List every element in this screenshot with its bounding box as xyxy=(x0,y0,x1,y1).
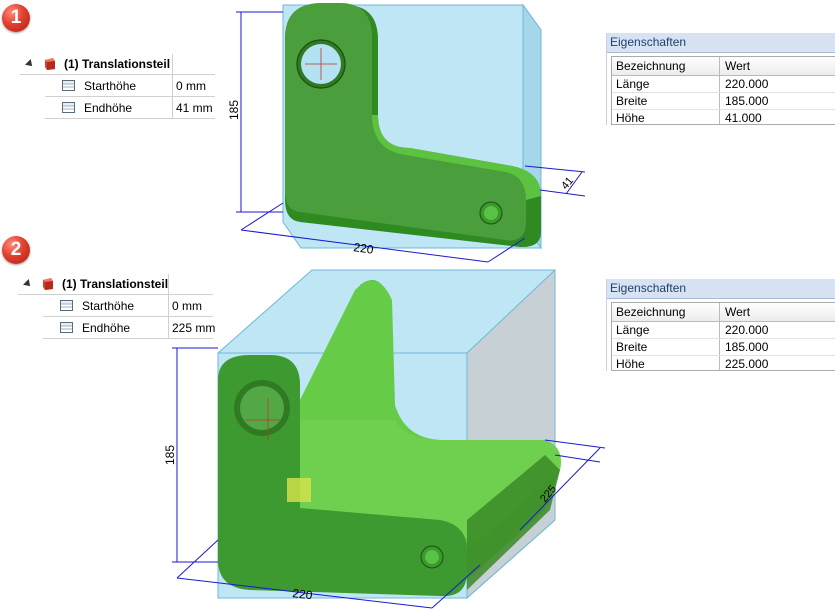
table-row[interactable]: Länge 220.000 xyxy=(612,76,835,93)
table-row[interactable]: Länge 220.000 xyxy=(612,322,835,339)
row-value[interactable]: 185.000 xyxy=(725,340,769,354)
dimension-height-label: 185 xyxy=(163,445,177,465)
properties-table: Bezeichnung Wert Länge 220.000 Breite 185.… xyxy=(611,56,835,125)
step-badge-1: 1 xyxy=(2,4,30,32)
parameter-icon xyxy=(62,80,75,91)
tree-param-endhoehe[interactable]: Endhöhe 225 mm xyxy=(18,318,216,338)
parameter-icon xyxy=(62,102,75,113)
table-row[interactable]: Breite 185.000 xyxy=(612,93,835,110)
properties-title: Eigenschaften xyxy=(607,33,835,53)
feature-tree-2: (1) Translationsteil Starthöhe 0 mm Endh… xyxy=(18,274,216,340)
table-row[interactable]: Höhe 225.000 xyxy=(612,356,835,370)
dimension-depth-label: 41 xyxy=(559,175,576,192)
properties-panel-1: Eigenschaften Bezeichnung Wert Länge 220.… xyxy=(606,33,835,125)
param-value[interactable]: 225 mm xyxy=(172,321,216,335)
param-value[interactable]: 0 mm xyxy=(172,299,202,313)
parameter-icon xyxy=(60,322,73,333)
dimension-lines-1 xyxy=(236,11,586,263)
tree-node-translationsteil[interactable]: (1) Translationsteil xyxy=(18,274,213,294)
dimension-width-label: 220 xyxy=(353,240,375,257)
table-header: Bezeichnung Wert xyxy=(612,303,835,322)
row-name: Breite xyxy=(612,339,720,355)
param-value[interactable]: 41 mm xyxy=(176,101,213,115)
row-name: Höhe xyxy=(612,110,720,124)
column-header-wert[interactable]: Wert xyxy=(725,305,751,319)
row-value[interactable]: 41.000 xyxy=(725,111,762,124)
param-label: Starthöhe xyxy=(84,79,137,93)
tree-node-label: (1) Translationsteil xyxy=(62,277,169,291)
collapse-arrow-icon[interactable] xyxy=(25,59,35,69)
properties-table: Bezeichnung Wert Länge 220.000 Breite 185.… xyxy=(611,302,835,371)
column-header-wert[interactable]: Wert xyxy=(725,59,751,73)
tree-node-translationsteil[interactable]: (1) Translationsteil xyxy=(20,54,215,74)
tree-param-endhoehe[interactable]: Endhöhe 41 mm xyxy=(20,98,215,118)
extrusion-part-icon xyxy=(43,278,53,290)
column-header-bezeichnung[interactable]: Bezeichnung xyxy=(612,303,720,321)
viewport-3d-2[interactable]: 185 220 225 xyxy=(160,265,620,611)
feature-tree-1: (1) Translationsteil Starthöhe 0 mm Endh… xyxy=(20,54,215,120)
row-name: Höhe xyxy=(612,356,720,370)
step-badge-2: 2 xyxy=(2,236,30,264)
row-value[interactable]: 185.000 xyxy=(725,94,769,108)
parameter-icon xyxy=(60,300,73,311)
row-name: Länge xyxy=(612,76,720,92)
collapse-arrow-icon[interactable] xyxy=(23,279,33,289)
column-header-bezeichnung[interactable]: Bezeichnung xyxy=(612,57,720,75)
param-label: Starthöhe xyxy=(82,299,135,313)
tree-node-label: (1) Translationsteil xyxy=(64,57,171,71)
properties-title: Eigenschaften xyxy=(607,279,835,299)
param-value[interactable]: 0 mm xyxy=(176,79,206,93)
tree-param-starthoehe[interactable]: Starthöhe 0 mm xyxy=(18,296,213,316)
param-label: Endhöhe xyxy=(84,101,133,115)
extrusion-part-icon xyxy=(45,58,55,70)
table-row[interactable]: Höhe 41.000 xyxy=(612,110,835,124)
row-name: Länge xyxy=(612,322,720,338)
dimension-height-label: 185 xyxy=(227,100,241,120)
viewport-3d-1[interactable]: 185 220 41 xyxy=(215,0,605,270)
row-value[interactable]: 225.000 xyxy=(725,357,769,370)
dimension-width-label: 220 xyxy=(292,586,314,602)
table-header: Bezeichnung Wert xyxy=(612,57,835,76)
table-row[interactable]: Breite 185.000 xyxy=(612,339,835,356)
dimension-lines-2 xyxy=(172,347,606,609)
tree-param-starthoehe[interactable]: Starthöhe 0 mm xyxy=(20,76,215,96)
param-label: Endhöhe xyxy=(82,321,131,335)
l-shaped-part-1 xyxy=(285,3,541,248)
properties-panel-2: Eigenschaften Bezeichnung Wert Länge 220.… xyxy=(606,279,835,371)
l-shaped-part-2 xyxy=(218,280,561,597)
row-name: Breite xyxy=(612,93,720,109)
row-value[interactable]: 220.000 xyxy=(725,323,769,337)
row-value[interactable]: 220.000 xyxy=(725,77,769,91)
